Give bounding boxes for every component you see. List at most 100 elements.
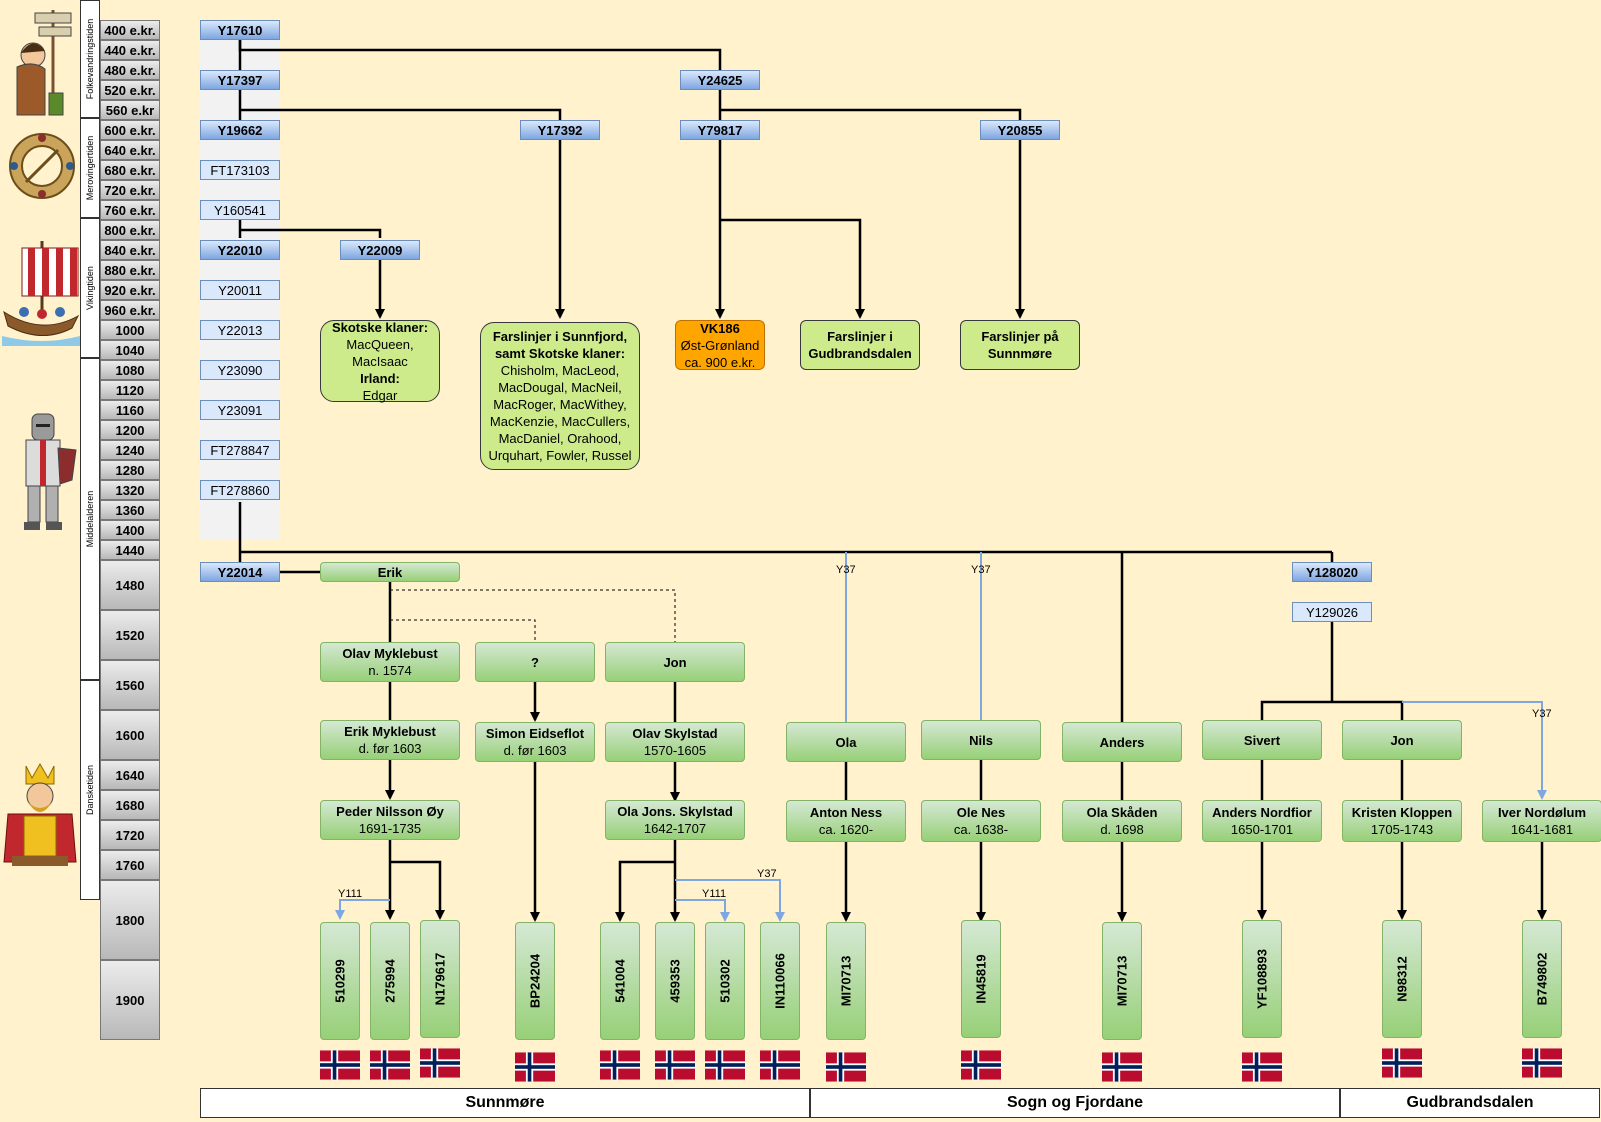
haplo-ft278860[interactable]: FT278860 [200, 480, 280, 500]
sample-box[interactable]: MI70713 [826, 922, 866, 1040]
norway-flag-icon [760, 1050, 800, 1080]
timeline-cell: 1400 [100, 520, 160, 540]
haplo-ft173103[interactable]: FT173103 [200, 160, 280, 180]
haplo-y160541[interactable]: Y160541 [200, 200, 280, 220]
timeline-cell: 1040 [100, 340, 160, 360]
norway-flag-icon [1102, 1052, 1142, 1082]
person-anders-nordfior[interactable]: Anders Nordfior 1650-1701 [1202, 800, 1322, 842]
king-icon [3, 762, 77, 866]
timeline-cell: 600 e.kr. [100, 120, 160, 140]
person-name: ? [531, 654, 539, 670]
person-sivert[interactable]: Sivert [1202, 720, 1322, 760]
timeline-cell: 1280 [100, 460, 160, 480]
haplo-y128020[interactable]: Y128020 [1292, 562, 1372, 582]
haplo-y17610[interactable]: Y17610 [200, 20, 280, 40]
person-jon-skylstad[interactable]: Jon [605, 642, 745, 682]
timeline-cell: 880 e.kr. [100, 260, 160, 280]
sample-box[interactable]: 275994 [370, 922, 410, 1040]
person-name: Erik Myklebust [344, 724, 436, 739]
sample-id: 275994 [382, 959, 398, 1003]
timeline-cell: 1440 [100, 540, 160, 560]
person-name: Erik [377, 564, 403, 580]
person-jon[interactable]: Jon [1342, 720, 1462, 760]
test-label: Y37 [1532, 708, 1552, 720]
haplo-y22013[interactable]: Y22013 [200, 320, 280, 340]
timeline-cell: 1560 [100, 660, 160, 710]
sample-box[interactable]: IN45819 [961, 920, 1001, 1038]
haplo-y79817[interactable]: Y79817 [680, 120, 760, 140]
timeline-cell: 840 e.kr. [100, 240, 160, 260]
note-heading: Farslinjer på Sunnmøre [981, 329, 1059, 361]
viking-ship-icon [2, 241, 80, 346]
haplo-y20855[interactable]: Y20855 [980, 120, 1060, 140]
person-dates: 1650-1701 [1230, 822, 1294, 837]
haplo-y22014[interactable]: Y22014 [200, 562, 280, 582]
haplo-y24625[interactable]: Y24625 [680, 70, 760, 90]
person-dates: d. før 1603 [503, 743, 567, 758]
sample-box[interactable]: B749802 [1522, 920, 1562, 1038]
region-sogn-og-fjordane: Sogn og Fjordane [810, 1088, 1340, 1118]
sample-box[interactable]: N179617 [420, 920, 460, 1038]
person-unknown[interactable]: ? [475, 642, 595, 682]
haplo-y129026[interactable]: Y129026 [1292, 602, 1372, 622]
sample-box[interactable]: 541004 [600, 922, 640, 1040]
person-ola[interactable]: Ola [786, 722, 906, 762]
era-middelalderen: Middelalderen [80, 358, 100, 680]
sample-id: 510302 [717, 959, 733, 1003]
norway-flag-icon [826, 1052, 866, 1082]
sample-id: YF108893 [1254, 949, 1270, 1009]
sample-box[interactable]: YF108893 [1242, 920, 1282, 1038]
note-heading: VK186 [700, 320, 740, 336]
sample-box[interactable]: N98312 [1382, 920, 1422, 1038]
person-erik[interactable]: Erik [320, 562, 460, 582]
person-dates: ca. 1620- [818, 822, 874, 837]
person-dates: d. før 1603 [358, 741, 422, 756]
haplo-y23091[interactable]: Y23091 [200, 400, 280, 420]
haplo-y17392[interactable]: Y17392 [520, 120, 600, 140]
norway-flag-icon [420, 1048, 460, 1078]
timeline-cell: 1200 [100, 420, 160, 440]
person-name: Iver Nordølum [1497, 805, 1587, 820]
person-nils[interactable]: Nils [921, 720, 1041, 760]
norway-flag-icon [1242, 1052, 1282, 1082]
sample-box[interactable]: 459353 [655, 922, 695, 1040]
person-name: Ola Skåden [1086, 805, 1158, 820]
sample-box[interactable]: MI70713 [1102, 922, 1142, 1040]
haplo-y17397[interactable]: Y17397 [200, 70, 280, 90]
person-name: Olav Skylstad [632, 726, 718, 741]
haplo-y19662[interactable]: Y19662 [200, 120, 280, 140]
norway-flag-icon [515, 1052, 555, 1082]
haplo-y22010[interactable]: Y22010 [200, 240, 280, 260]
haplo-ft278847[interactable]: FT278847 [200, 440, 280, 460]
person-erik-myklebust[interactable]: Erik Myklebust d. før 1603 [320, 720, 460, 760]
sample-box[interactable]: 510302 [705, 922, 745, 1040]
knight-icon [24, 413, 77, 530]
note-line: ca. 900 e.kr. [684, 354, 756, 370]
timeline-cell: 1240 [100, 440, 160, 460]
timeline-cell: 1680 [100, 790, 160, 820]
sample-box[interactable]: BP24204 [515, 922, 555, 1040]
haplo-y22009[interactable]: Y22009 [340, 240, 420, 260]
note-sunnmore: Farslinjer på Sunnmøre [960, 320, 1080, 370]
haplo-y20011[interactable]: Y20011 [200, 280, 280, 300]
timeline-cell: 640 e.kr. [100, 140, 160, 160]
person-name: Anders Nordfior [1212, 805, 1312, 820]
person-dates: d. 1698 [1100, 822, 1144, 837]
timeline-cell: 1320 [100, 480, 160, 500]
sample-box[interactable]: 510299 [320, 922, 360, 1040]
haplo-y23090[interactable]: Y23090 [200, 360, 280, 380]
sample-box[interactable]: IN110066 [760, 922, 800, 1040]
person-name: Peder Nilsson Øy [336, 804, 444, 819]
person-ola-skaden[interactable]: Ola Skåden d. 1698 [1062, 800, 1182, 842]
person-anders[interactable]: Anders [1062, 722, 1182, 762]
person-dates: 1705-1743 [1370, 822, 1434, 837]
